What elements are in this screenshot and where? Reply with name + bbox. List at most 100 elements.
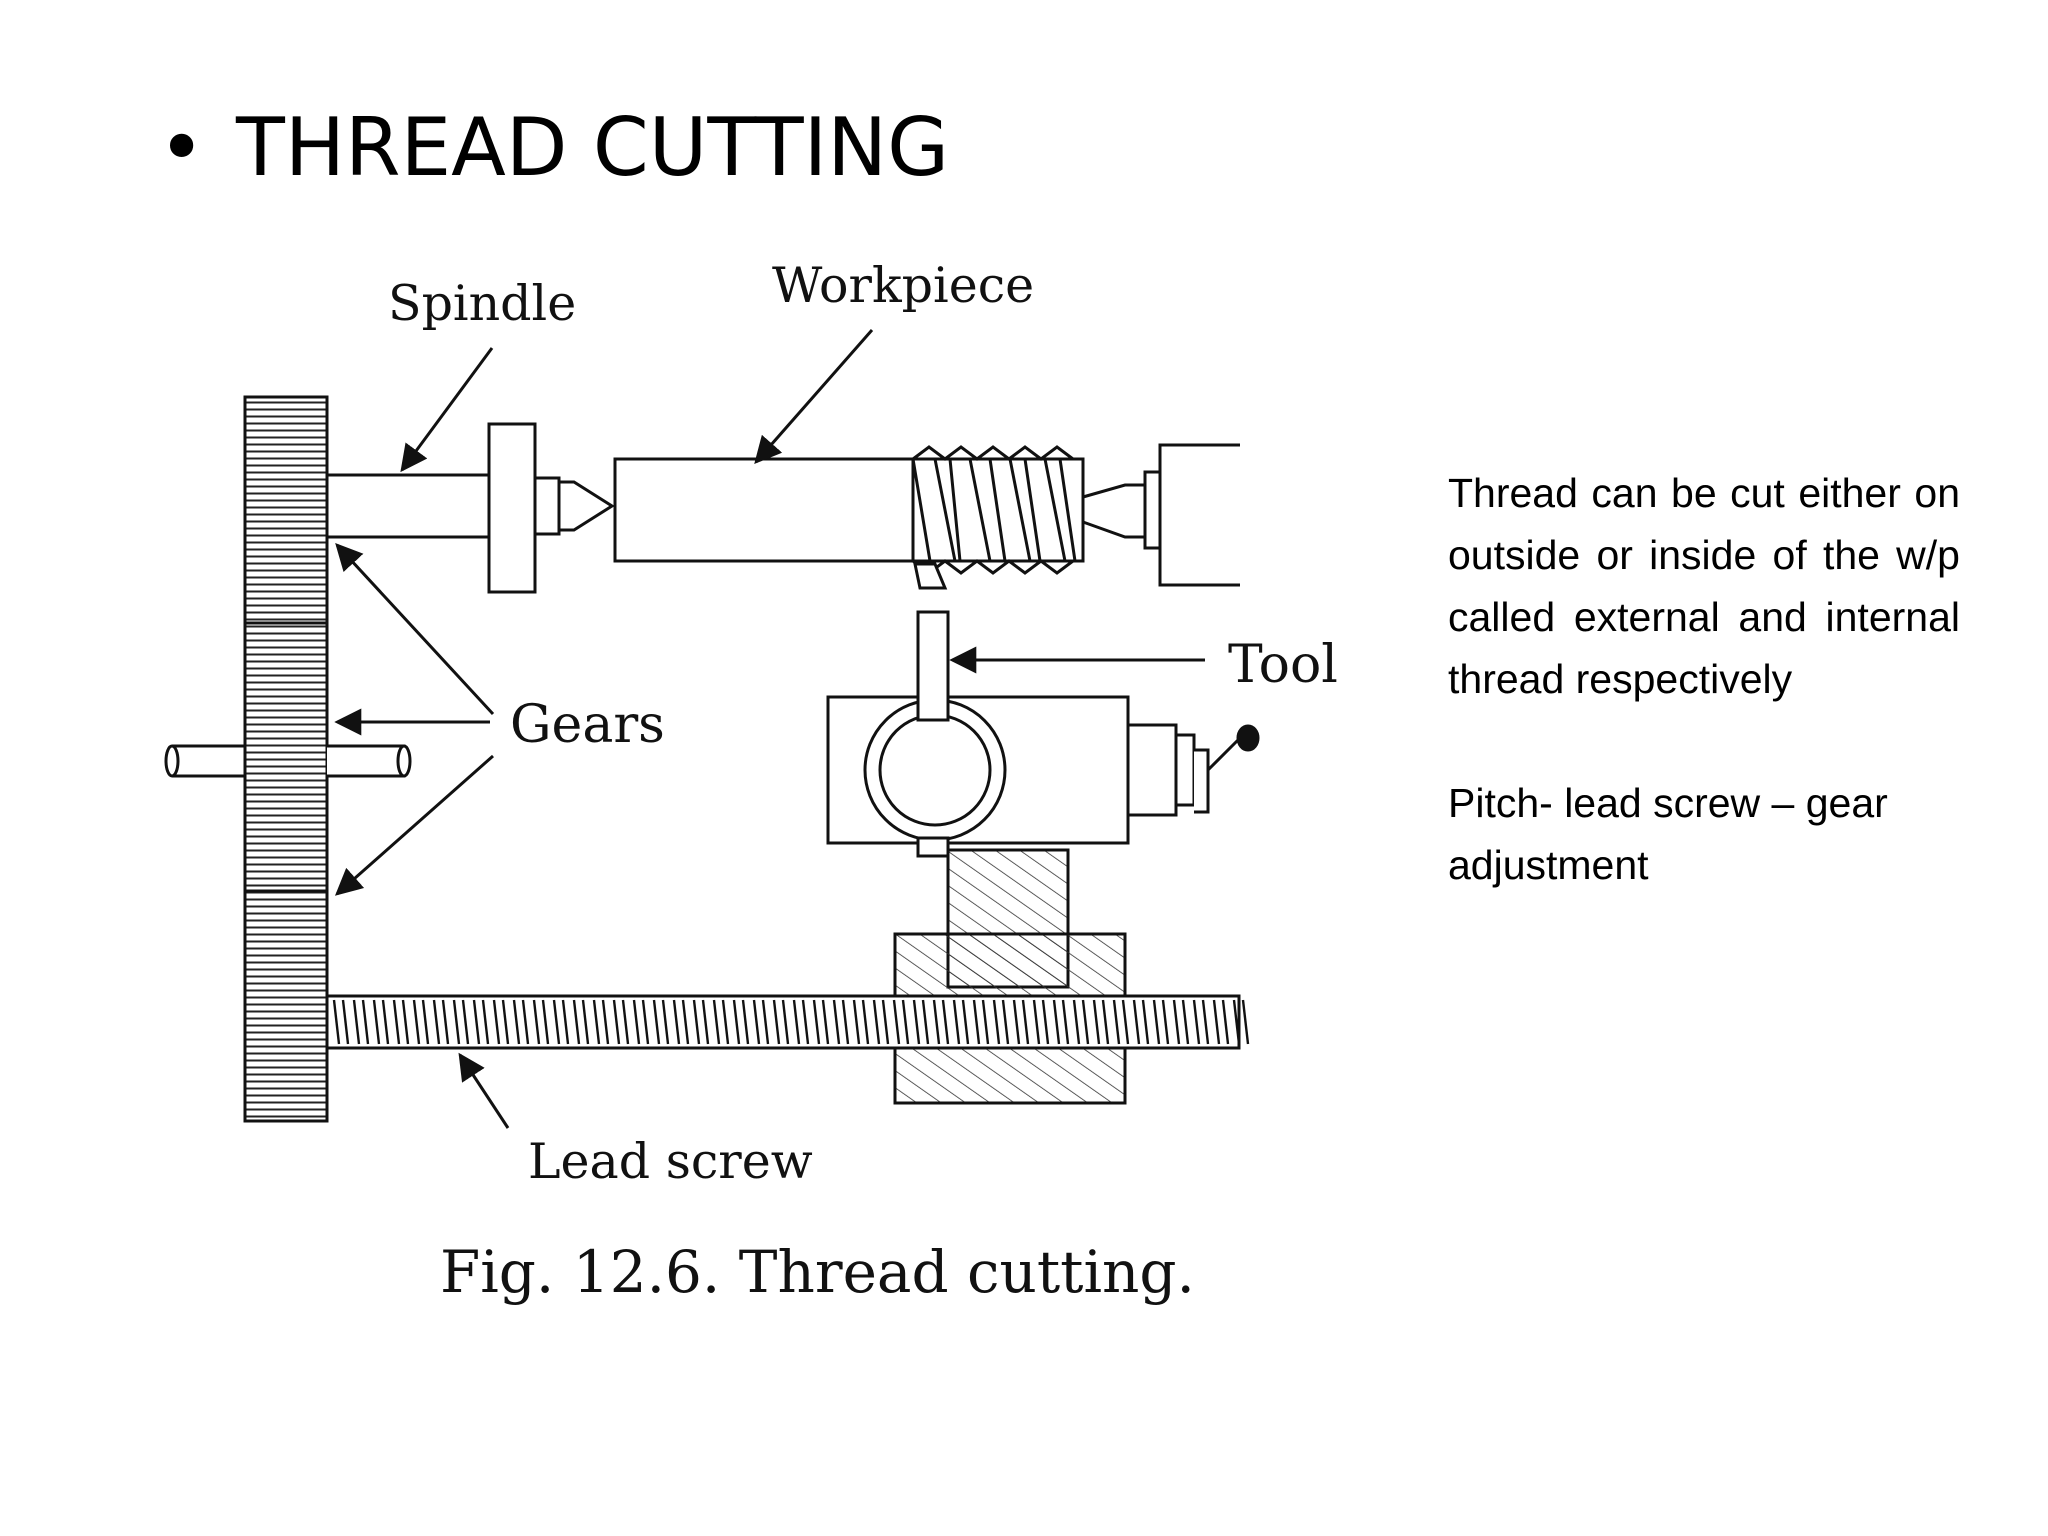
lead-screw-thread (1172, 999, 1181, 1045)
lead-screw-thread (721, 999, 730, 1045)
lead-screw-thread (1092, 999, 1101, 1045)
label-spindle: Spindle (388, 275, 576, 332)
figure-caption: Fig. 12.6. Thread cutting. (440, 1238, 1195, 1306)
lead-screw-thread (792, 999, 801, 1045)
lead-screw-thread (1032, 999, 1041, 1045)
lead-screw-thread (1192, 999, 1201, 1045)
label-lead-screw: Lead screw (528, 1133, 813, 1190)
lead-screw-thread (712, 999, 721, 1045)
lead-screw-thread (781, 999, 790, 1045)
lead-screw-thread (1201, 999, 1210, 1045)
lead-screw-thread (1081, 999, 1090, 1045)
lead-screw-thread (812, 999, 821, 1045)
lead-screw-thread (1121, 999, 1130, 1045)
lead-screw-thread (1152, 999, 1161, 1045)
notes-paragraph-2: Pitch- lead screw – gear adjustment (1448, 780, 1888, 888)
tool-post (826, 610, 1260, 858)
lead-screw-thread (401, 999, 410, 1045)
lead-screw-thread (1161, 999, 1170, 1045)
lead-screw-thread (681, 999, 690, 1045)
notes-panel: Thread can be cut either on outside or i… (1448, 462, 1960, 896)
lead-screw-thread (692, 999, 701, 1045)
lead-screw-thread (832, 999, 841, 1045)
lead-screw-thread (641, 999, 650, 1045)
lead-screw-thread (441, 999, 450, 1045)
lead-screw-thread (552, 999, 561, 1045)
lead-screw-thread (501, 999, 510, 1045)
leader-arrows (334, 329, 1205, 1129)
lead-screw-thread (772, 999, 781, 1045)
lead-screw-thread (981, 999, 990, 1045)
lead-screw-thread (332, 999, 341, 1045)
lead-screw-thread (901, 999, 910, 1045)
lead-screw-thread (452, 999, 461, 1045)
lead-screw-thread (652, 999, 661, 1045)
lead-screw-thread (1232, 999, 1241, 1045)
lead-screw-thread (952, 999, 961, 1045)
lead-screw-thread (661, 999, 670, 1045)
lead-screw-thread (852, 999, 861, 1045)
lead-screw-thread (1181, 999, 1190, 1045)
title-text: THREAD CUTTING (236, 101, 950, 194)
lead-screw-thread (881, 999, 890, 1045)
lead-screw-thread (1221, 999, 1230, 1045)
notes-paragraph-1: Thread can be cut either on outside or i… (1448, 470, 1960, 702)
lead-screw-thread (1141, 999, 1150, 1045)
lead-screw-thread (1101, 999, 1110, 1045)
lead-screw-thread (961, 999, 970, 1045)
lead-screw-thread (1001, 999, 1010, 1045)
lead-screw-thread (1012, 999, 1021, 1045)
lead-screw-thread (701, 999, 710, 1045)
lead-screw-thread (492, 999, 501, 1045)
lead-screw-thread (872, 999, 881, 1045)
carriage (893, 848, 1127, 1105)
lead-screw-thread (572, 999, 581, 1045)
lead-screw-thread (1021, 999, 1030, 1045)
lead-screw-thread (581, 999, 590, 1045)
lead-screw-thread (752, 999, 761, 1045)
gear-stack (243, 395, 329, 1123)
lead-screw-thread (1072, 999, 1081, 1045)
lead-screw-thread (932, 999, 941, 1045)
lead-screw-thread (1052, 999, 1061, 1045)
lead-screw-thread (381, 999, 390, 1045)
lead-screw-thread (432, 999, 441, 1045)
lead-screw-thread (472, 999, 481, 1045)
lead-screw-thread (972, 999, 981, 1045)
lead-screw-thread (561, 999, 570, 1045)
lead-screw-thread (912, 999, 921, 1045)
spindle (325, 422, 615, 594)
lead-screw-thread (761, 999, 770, 1045)
lead-screw-thread (821, 999, 830, 1045)
lead-screw-thread (732, 999, 741, 1045)
lead-screw-thread (1132, 999, 1141, 1045)
lead-screw-thread (861, 999, 870, 1045)
lead-screw-thread (372, 999, 381, 1045)
lead-screw-thread (612, 999, 621, 1045)
lead-screw-thread (361, 999, 370, 1045)
lead-screw-thread (532, 999, 541, 1045)
workpiece (613, 443, 1240, 590)
lead-screw-thread (541, 999, 550, 1045)
lead-screw-thread (512, 999, 521, 1045)
label-tool: Tool (1228, 635, 1338, 695)
lead-screw-thread (1212, 999, 1221, 1045)
lead-screw-thread (1041, 999, 1050, 1045)
lead-screw-thread (921, 999, 930, 1045)
lead-screw-thread (992, 999, 1001, 1045)
lead-screw-thread (1241, 999, 1250, 1045)
lead-screw-thread (521, 999, 530, 1045)
lead-screw-thread (352, 999, 361, 1045)
title-bullet: • (158, 101, 206, 194)
lead-screw (325, 994, 1250, 1050)
lead-screw-thread (892, 999, 901, 1045)
lead-screw-thread (412, 999, 421, 1045)
lead-screw-thread (672, 999, 681, 1045)
lead-screw-thread (621, 999, 630, 1045)
lead-screw-thread (461, 999, 470, 1045)
lead-screw-thread (481, 999, 490, 1045)
lead-screw-thread (1112, 999, 1121, 1045)
lead-screw-thread (341, 999, 350, 1045)
lead-screw-thread (741, 999, 750, 1045)
